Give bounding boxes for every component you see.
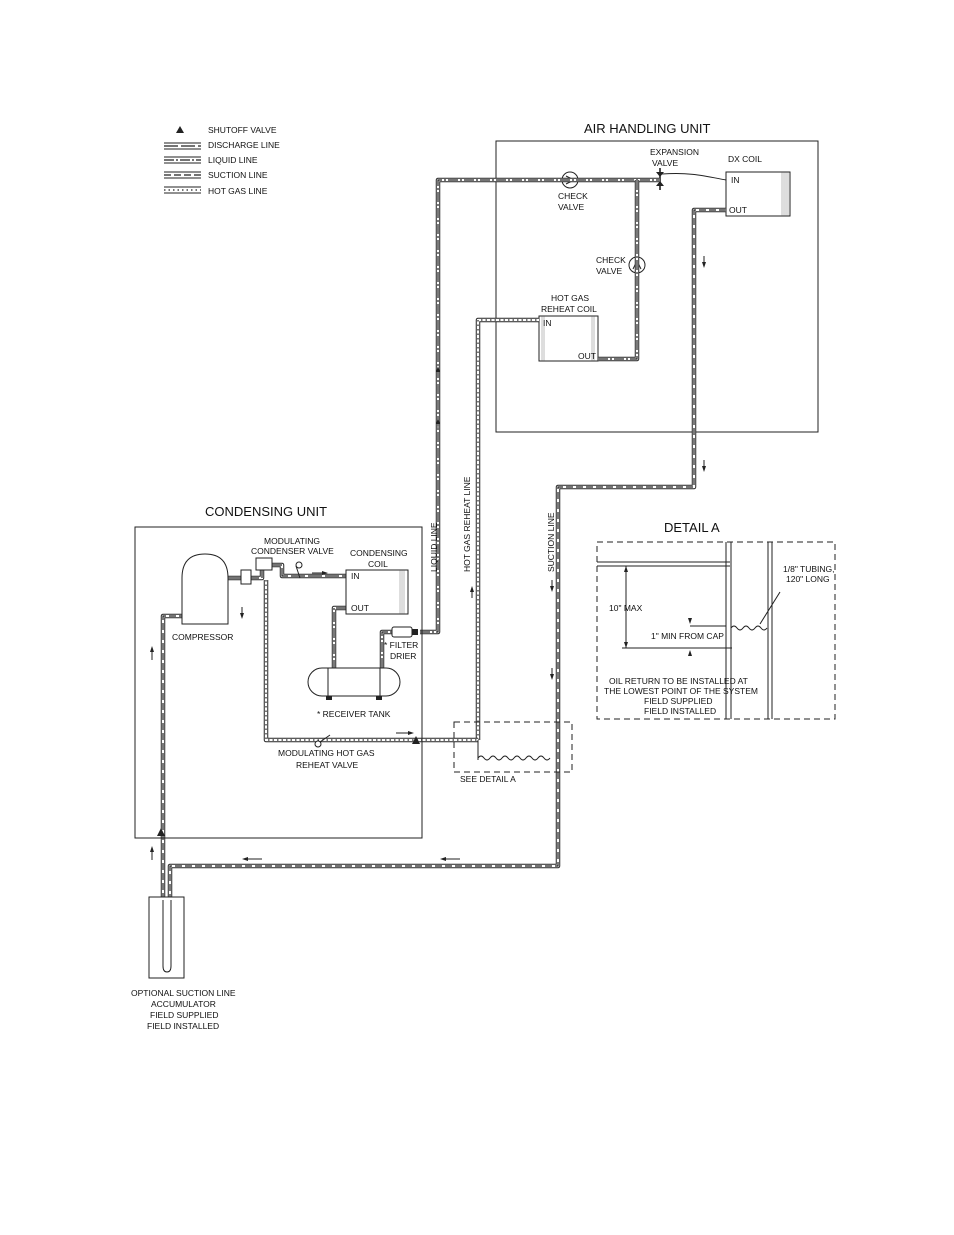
reheat-coil-label-2: REHEAT COIL xyxy=(541,304,597,314)
legend-suction-line: SUCTION LINE xyxy=(208,170,268,180)
vertical-liquid-line-label: LIQUID LINE xyxy=(429,522,439,572)
cu-title: CONDENSING UNIT xyxy=(205,504,327,519)
condensing-coil-label-2: COIL xyxy=(368,559,388,569)
modulating-condenser-valve xyxy=(240,557,303,585)
dx-coil-out: OUT xyxy=(729,205,747,215)
legend-liquid-line: LIQUID LINE xyxy=(208,155,258,165)
accumulator-label-2: ACCUMULATOR xyxy=(151,999,216,1009)
accumulator-label-4: FIELD INSTALLED xyxy=(147,1021,219,1031)
dx-coil-label: DX COIL xyxy=(728,154,762,164)
expansion-valve xyxy=(656,168,727,190)
detail-a-tubing-2: 120" LONG xyxy=(786,574,830,584)
receiver-tank xyxy=(307,667,401,700)
reheat-coil-label-1: HOT GAS xyxy=(551,293,589,303)
legend-shutoff-valve: SHUTOFF VALVE xyxy=(208,125,277,135)
condensing-coil-in: IN xyxy=(351,571,360,581)
condensing-coil xyxy=(345,569,409,615)
detail-a-min: 1" MIN FROM CAP xyxy=(651,631,724,641)
air-handling-unit: AIR HANDLING UNIT DX COIL IN OUT EXPANSI… xyxy=(495,121,819,433)
ahu-enclosure xyxy=(495,140,819,433)
legend-discharge-line: DISCHARGE LINE xyxy=(208,140,280,150)
reheat-coil-in: IN xyxy=(543,318,552,328)
condenser-inlet-pipe xyxy=(268,562,346,579)
detail-a-tubing-1: 1/8" TUBING, xyxy=(783,564,835,574)
discharge-line-swatch xyxy=(164,142,201,150)
detail-a-max: 10" MAX xyxy=(609,603,643,613)
vertical-suction-line-label: SUCTION LINE xyxy=(546,512,556,572)
filter-drier-label-2: DRIER xyxy=(390,651,416,661)
condenser-outlet-pipe xyxy=(331,605,346,668)
flow-arrows xyxy=(150,256,706,861)
check-valve-right-label-1: CHECK xyxy=(596,255,626,265)
accumulator-label-1: OPTIONAL SUCTION LINE xyxy=(131,988,236,998)
mod-hot-gas-valve-label-2: REHEAT VALVE xyxy=(296,760,359,770)
check-valve-top-label-2: VALVE xyxy=(558,202,584,212)
legend-hot-gas-line: HOT GAS LINE xyxy=(208,186,268,196)
detail-a-note-3: FIELD SUPPLIED xyxy=(644,696,713,706)
reheat-coil-out: OUT xyxy=(578,351,596,361)
cu-enclosure xyxy=(134,526,423,839)
dx-coil-in: IN xyxy=(731,175,740,185)
hot-gas-reheat-coil xyxy=(538,315,599,362)
see-detail-a-callout xyxy=(453,721,573,773)
suction-line-swatch xyxy=(164,171,201,179)
accumulator-label-3: FIELD SUPPLIED xyxy=(150,1010,219,1020)
compressor xyxy=(181,553,229,625)
condensing-unit: CONDENSING UNIT COMPRESSOR MODULATING CO… xyxy=(134,504,423,839)
legend: SHUTOFF VALVE DISCHARGE LINE LIQUID LINE… xyxy=(164,125,280,196)
detail-a-note-1: OIL RETURN TO BE INSTALLED AT xyxy=(609,676,748,686)
expansion-valve-label-1: EXPANSION xyxy=(650,147,699,157)
detail-a: DETAIL A 1/8" TUBING, 120" LONG 10" MAX … xyxy=(596,520,836,720)
check-valve-right-label-2: VALVE xyxy=(596,266,622,276)
liquid-line-swatch xyxy=(164,156,201,164)
shutoff-valve-icon xyxy=(157,828,165,836)
mod-hot-gas-valve-label-1: MODULATING HOT GAS xyxy=(278,748,375,758)
compressor-label: COMPRESSOR xyxy=(172,632,233,642)
hot-gas-line-swatch xyxy=(164,186,201,194)
mod-condenser-valve-label-1: MODULATING xyxy=(264,536,320,546)
filter-drier-label-1: * FILTER xyxy=(384,640,418,650)
check-valve-top-label-1: CHECK xyxy=(558,191,588,201)
condensing-coil-label-1: CONDENSING xyxy=(350,548,408,558)
condensing-coil-out: OUT xyxy=(351,603,369,613)
detail-a-note-2: THE LOWEST POINT OF THE SYSTEM xyxy=(604,686,758,696)
modulating-hot-gas-reheat-valve xyxy=(314,734,420,748)
compressor-suction-pipe xyxy=(160,613,183,900)
shutoff-valve-icon xyxy=(412,736,420,744)
shutoff-valve-icon xyxy=(176,126,184,133)
filter-drier xyxy=(391,626,418,638)
see-detail-a-label: SEE DETAIL A xyxy=(460,774,516,784)
detail-a-title: DETAIL A xyxy=(664,520,720,535)
receiver-tank-label: * RECEIVER TANK xyxy=(317,709,391,719)
liquid-line-pipe xyxy=(420,177,660,635)
mod-condenser-valve-label-2: CONDENSER VALVE xyxy=(251,546,334,556)
hot-gas-reheat-line-pipe xyxy=(475,317,539,740)
dx-coil xyxy=(725,171,791,217)
expansion-valve-label-2: VALVE xyxy=(652,158,678,168)
piping xyxy=(160,177,726,900)
receiver-outlet-pipe xyxy=(379,629,392,668)
detail-a-note-4: FIELD INSTALLED xyxy=(644,706,716,716)
ahu-title: AIR HANDLING UNIT xyxy=(584,121,710,136)
vertical-hot-gas-reheat-line-label: HOT GAS REHEAT LINE xyxy=(462,476,472,572)
suction-accumulator xyxy=(148,896,185,979)
